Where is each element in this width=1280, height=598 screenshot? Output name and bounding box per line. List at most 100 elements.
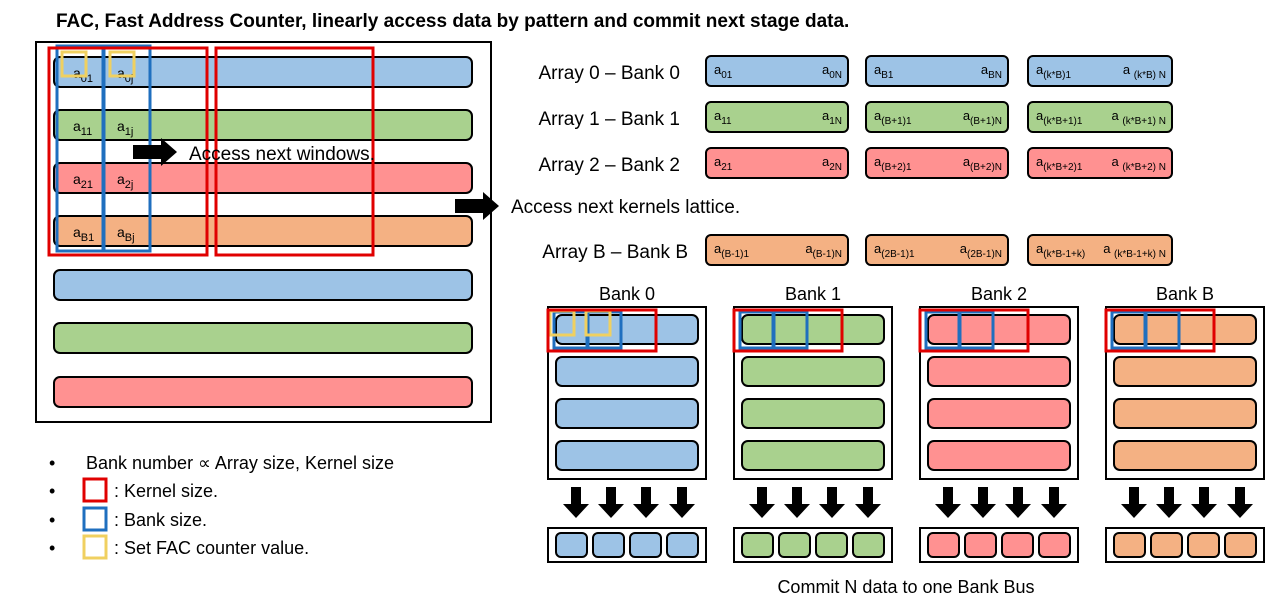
legend-swatch: [82, 506, 108, 532]
counter-box: [108, 50, 136, 78]
legend-bullet: •: [49, 481, 55, 501]
bus-cell: [1187, 532, 1220, 558]
array-cell: [1027, 234, 1173, 266]
bus-cell: [1113, 532, 1146, 558]
legend-bullet: •: [49, 510, 55, 530]
bank-row: [741, 314, 885, 345]
down-arrow: [1227, 487, 1253, 518]
array-row: [53, 162, 473, 194]
bank-row: [1113, 356, 1257, 387]
legend-text: : Set FAC counter value.: [114, 538, 309, 558]
legend: • Bank number ∝ Array size, Kernel size •:…: [49, 453, 394, 560]
arrow-next-windows: [133, 138, 177, 166]
down-arrow: [1005, 487, 1031, 518]
cell-end-label: a (k*B+2) N: [1112, 154, 1166, 173]
kernel-box: [1104, 308, 1216, 353]
down-arrow: [970, 487, 996, 518]
legend-text: : Kernel size.: [114, 481, 218, 501]
down-arrow: [855, 487, 881, 518]
bus-cell: [815, 532, 848, 558]
cell-start-label: a(B+1)1: [874, 108, 912, 127]
bank-row: [1113, 398, 1257, 429]
cell-end-label: a(B-1)N: [805, 241, 842, 260]
access-next-windows-label: Access next windows.: [189, 144, 375, 165]
access-next-lattice-label: Access next kernels lattice.: [511, 197, 740, 218]
bus-cell: [964, 532, 997, 558]
down-arrow: [1041, 487, 1067, 518]
array-label: Array 2 – Bank 2: [538, 155, 680, 176]
bus-cell: [1224, 532, 1257, 558]
array-row: [53, 269, 473, 301]
cell-end-label: a(B+1)N: [963, 108, 1002, 127]
row-label-start: a11: [73, 118, 92, 138]
bank-row: [555, 398, 699, 429]
array-row: [53, 215, 473, 247]
cell-start-label: a(B-1)1: [714, 241, 749, 260]
cell-end-label: a (k*B-1+k) N: [1103, 241, 1166, 260]
bank-title: Bank 2: [971, 284, 1027, 304]
cell-start-label: a(k*B+1)1: [1036, 108, 1083, 127]
kernel-box: [732, 308, 844, 353]
array-cell: [865, 55, 1009, 87]
bus-cell: [741, 532, 774, 558]
down-arrow: [784, 487, 810, 518]
bus-cell: [555, 532, 588, 558]
bank-row: [927, 398, 1071, 429]
kernel-box: [918, 308, 1030, 353]
cell-start-label: a(k*B+2)1: [1036, 154, 1083, 173]
legend-text: : Bank size.: [114, 510, 207, 530]
cell-start-label: a11: [714, 108, 732, 127]
bus-cell: [1001, 532, 1034, 558]
array-cell: [865, 147, 1009, 179]
array-cell: [1027, 147, 1173, 179]
bank-row: [1113, 314, 1257, 345]
kernel-box: [214, 46, 375, 257]
bus-cell: [666, 532, 699, 558]
array-label: Array B – Bank B: [542, 242, 688, 263]
array-row: [53, 322, 473, 354]
cell-start-label: a01: [714, 62, 733, 81]
cell-end-label: a0N: [822, 62, 842, 81]
bus-cell: [1038, 532, 1071, 558]
bank-title: Bank 0: [599, 284, 655, 304]
cell-end-label: a (k*B) N: [1123, 62, 1166, 81]
array-row: [53, 376, 473, 408]
bank-row: [555, 356, 699, 387]
arrays-panel: Array 0 – Bank 0 a01 a0N aB1 aBN a(k*B)1 a (k*…: [538, 55, 1173, 266]
bus-cell: [778, 532, 811, 558]
bank-title: Bank 1: [785, 284, 841, 304]
arrow-next-lattice: [455, 192, 499, 220]
down-arrow: [1121, 487, 1147, 518]
down-arrow: [935, 487, 961, 518]
row-label-end: a2j: [117, 171, 133, 191]
down-arrow: [598, 487, 624, 518]
array-label: Array 0 – Bank 0: [538, 63, 680, 84]
bank-row: [555, 440, 699, 471]
row-label-start: a21: [73, 171, 93, 191]
row-label-end: a0j: [117, 65, 133, 85]
legend-swatch: [82, 477, 108, 503]
down-arrow: [669, 487, 695, 518]
page-title: FAC, Fast Address Counter, linearly acce…: [56, 11, 849, 32]
row-label-end: aBj: [117, 224, 135, 244]
kernel-box: [47, 46, 209, 257]
array-cell: [705, 147, 849, 179]
row-label-end: a1j: [117, 118, 133, 138]
bank-row: [927, 356, 1071, 387]
cell-start-label: aB1: [874, 62, 894, 81]
cell-end-label: aBN: [981, 62, 1002, 81]
array-row: [53, 109, 473, 141]
cell-start-label: a(B+2)1: [874, 154, 912, 173]
array-label: Array 1 – Bank 1: [538, 109, 680, 130]
down-arrow: [563, 487, 589, 518]
bank-row: [1113, 440, 1257, 471]
legend-text: Bank number ∝ Array size, Kernel size: [86, 453, 394, 473]
bus-cell: [852, 532, 885, 558]
bus-cell: [629, 532, 662, 558]
bank-title: Bank B: [1156, 284, 1214, 304]
banks-panel: Bank 0 Bank 1 Bank 2 Bank B: [546, 284, 1265, 563]
cell-start-label: a(k*B)1: [1036, 62, 1071, 81]
bank-row: [741, 356, 885, 387]
